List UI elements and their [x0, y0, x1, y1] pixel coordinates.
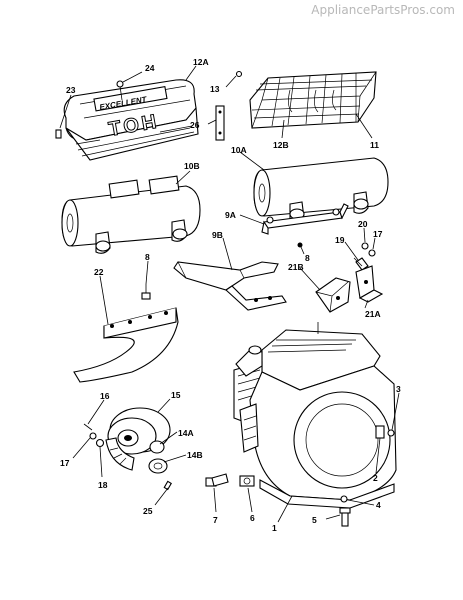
label-9a: 9A	[225, 210, 236, 220]
label-25: 25	[143, 506, 153, 516]
spark-arrestor-screen[interactable]	[249, 71, 377, 129]
label-18: 18	[98, 480, 108, 490]
bracket-21a[interactable]	[355, 265, 384, 303]
label-17-upper: 17	[373, 229, 383, 239]
label-14a: 14A	[178, 428, 194, 438]
label-13: 13	[210, 84, 220, 94]
bushing-23[interactable]	[55, 129, 62, 139]
nut-13[interactable]	[235, 70, 243, 78]
label-23: 23	[66, 85, 76, 95]
label-7: 7	[213, 515, 218, 525]
label-24: 24	[145, 63, 155, 73]
watermark: AppliancePartsPros.com	[311, 3, 455, 17]
screw-8-upper[interactable]	[297, 242, 303, 248]
spacer-14b[interactable]	[148, 458, 168, 474]
label-17-lower: 17	[60, 458, 70, 468]
screw-8-lower[interactable]	[141, 284, 151, 300]
label-22: 22	[94, 267, 104, 277]
label-2: 2	[373, 473, 378, 483]
engine-1[interactable]	[233, 322, 397, 509]
leader-lines	[59, 65, 400, 523]
label-3: 3	[396, 384, 401, 394]
label-12a: 12A	[193, 57, 209, 67]
bracket-21b[interactable]	[315, 277, 351, 313]
label-4: 4	[376, 500, 381, 510]
label-11: 11	[370, 140, 379, 150]
label-12b: 12B	[273, 140, 289, 150]
label-15: 15	[171, 390, 181, 400]
stud-19[interactable]	[353, 257, 369, 271]
label-26: 26	[190, 120, 200, 130]
label-14b: 14B	[187, 450, 203, 460]
label-8-lower: 8	[145, 252, 150, 262]
key-25[interactable]	[163, 480, 172, 491]
washer-20[interactable]	[361, 242, 369, 250]
label-8-upper: 8	[305, 253, 310, 263]
label-20: 20	[358, 219, 368, 229]
heat-shield-plate[interactable]: EXCELLENT TOH	[63, 79, 199, 161]
bolt-5[interactable]	[339, 507, 351, 527]
label-1: 1	[272, 523, 277, 533]
label-21b: 21B	[288, 262, 304, 272]
label-9b: 9B	[212, 230, 223, 240]
muffler-10a[interactable]	[253, 157, 389, 224]
shield-22[interactable]	[73, 307, 179, 383]
label-5: 5	[312, 515, 317, 525]
bolt-3[interactable]	[387, 429, 395, 437]
bracket-26[interactable]	[215, 105, 225, 141]
screw-24[interactable]	[116, 80, 124, 101]
bracket-9b[interactable]	[173, 261, 287, 311]
fitting-6[interactable]	[239, 475, 255, 487]
label-21a: 21A	[365, 309, 381, 319]
part-labels: 24 12A 23 13 26 12B 11 10B 10A 9A 20 17 …	[60, 57, 401, 533]
bracket-9a[interactable]	[261, 203, 349, 235]
nut-17-upper[interactable]	[368, 249, 376, 257]
label-19: 19	[335, 235, 345, 245]
fitting-7[interactable]	[205, 473, 229, 487]
screw-16[interactable]	[83, 423, 93, 431]
label-10a: 10A	[231, 145, 247, 155]
nut-4[interactable]	[340, 495, 348, 503]
label-6: 6	[250, 513, 255, 523]
label-10b: 10B	[184, 161, 200, 171]
bracket-2[interactable]	[375, 425, 385, 439]
clutch-15[interactable]	[105, 407, 171, 471]
washer-17-lower[interactable]	[89, 432, 97, 440]
nut-18[interactable]	[95, 438, 105, 448]
muffler-10b[interactable]	[61, 175, 201, 254]
label-16: 16	[100, 391, 110, 401]
